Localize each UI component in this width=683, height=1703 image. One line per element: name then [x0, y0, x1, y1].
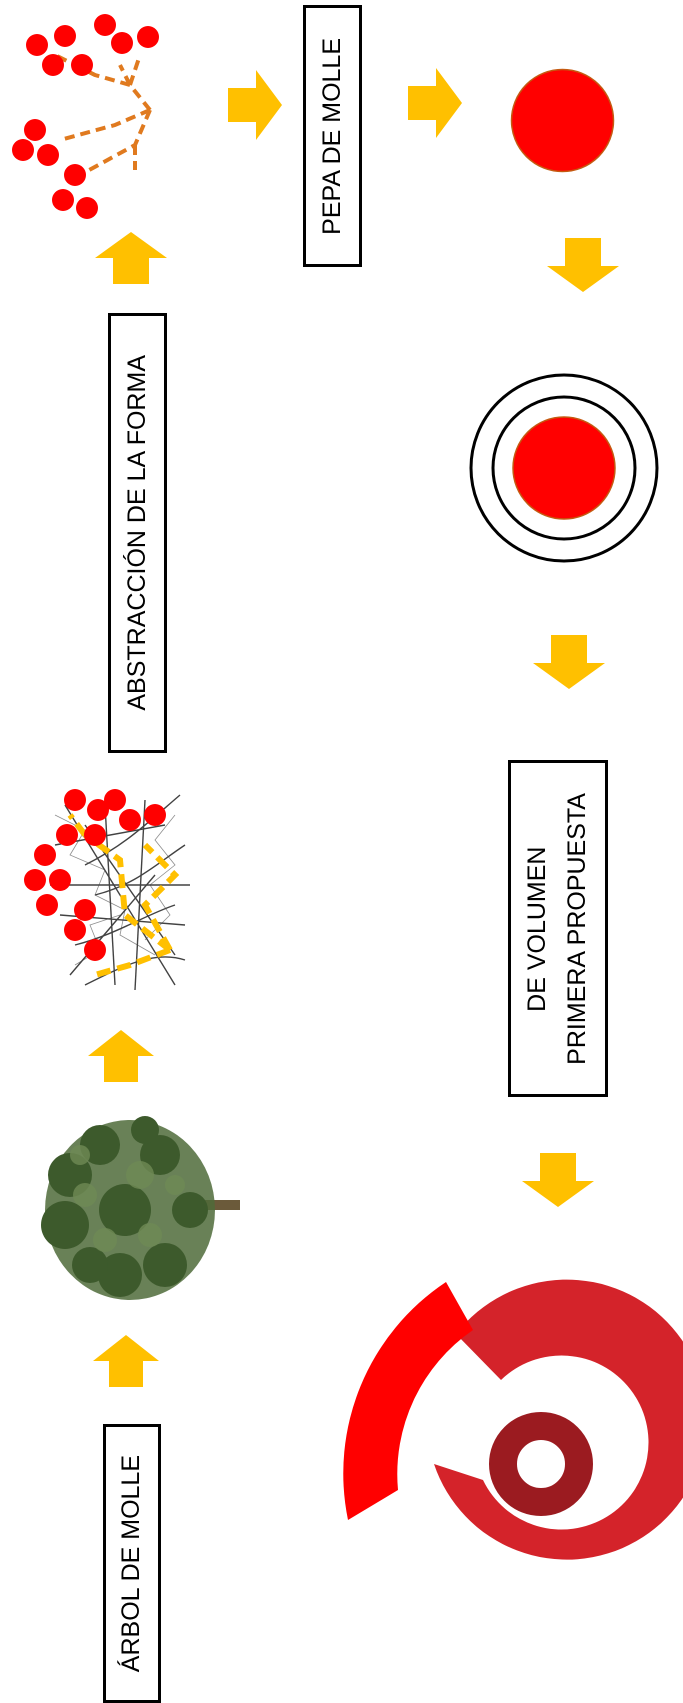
label-abstraccion-de-la-forma: ABSTRACCIÓN DE LA FORMA	[108, 313, 167, 753]
label-pepa-text: PEPA DE MOLLE	[317, 37, 346, 235]
branch-abstraction-diagram	[12, 14, 159, 219]
arrow-up-icon	[93, 1335, 159, 1387]
arrow-up-icon	[95, 232, 167, 284]
arrow-right-icon	[408, 68, 462, 138]
label-propuesta-line2: DE VOLUMEN	[523, 845, 552, 1012]
arrow-up-icon	[88, 1030, 154, 1082]
label-primera-propuesta: PRIMERA PROPUESTA DE VOLUMEN	[508, 760, 608, 1097]
label-pepa-de-molle: PEPA DE MOLLE	[303, 5, 362, 267]
label-arbol-text: ÁRBOL DE MOLLE	[117, 1454, 146, 1673]
arrow-right-icon	[228, 70, 282, 140]
arrow-down-icon	[533, 635, 605, 689]
arrow-down-icon	[547, 238, 619, 292]
branch-sketch-image	[24, 789, 190, 991]
volume-proposal-diagram	[343, 1279, 683, 1560]
label-arbol-de-molle: ÁRBOL DE MOLLE	[103, 1424, 161, 1703]
seed-circle	[510, 68, 615, 173]
label-primera-propuesta-lines: PRIMERA PROPUESTA DE VOLUMEN	[521, 793, 595, 1065]
label-propuesta-line1: PRIMERA PROPUESTA	[563, 792, 591, 1065]
label-abstraccion-text: ABSTRACCIÓN DE LA FORMA	[122, 355, 151, 711]
molle-tree-image	[41, 1116, 240, 1300]
seed-rings-diagram	[469, 373, 659, 563]
arrow-down-icon	[522, 1153, 594, 1207]
